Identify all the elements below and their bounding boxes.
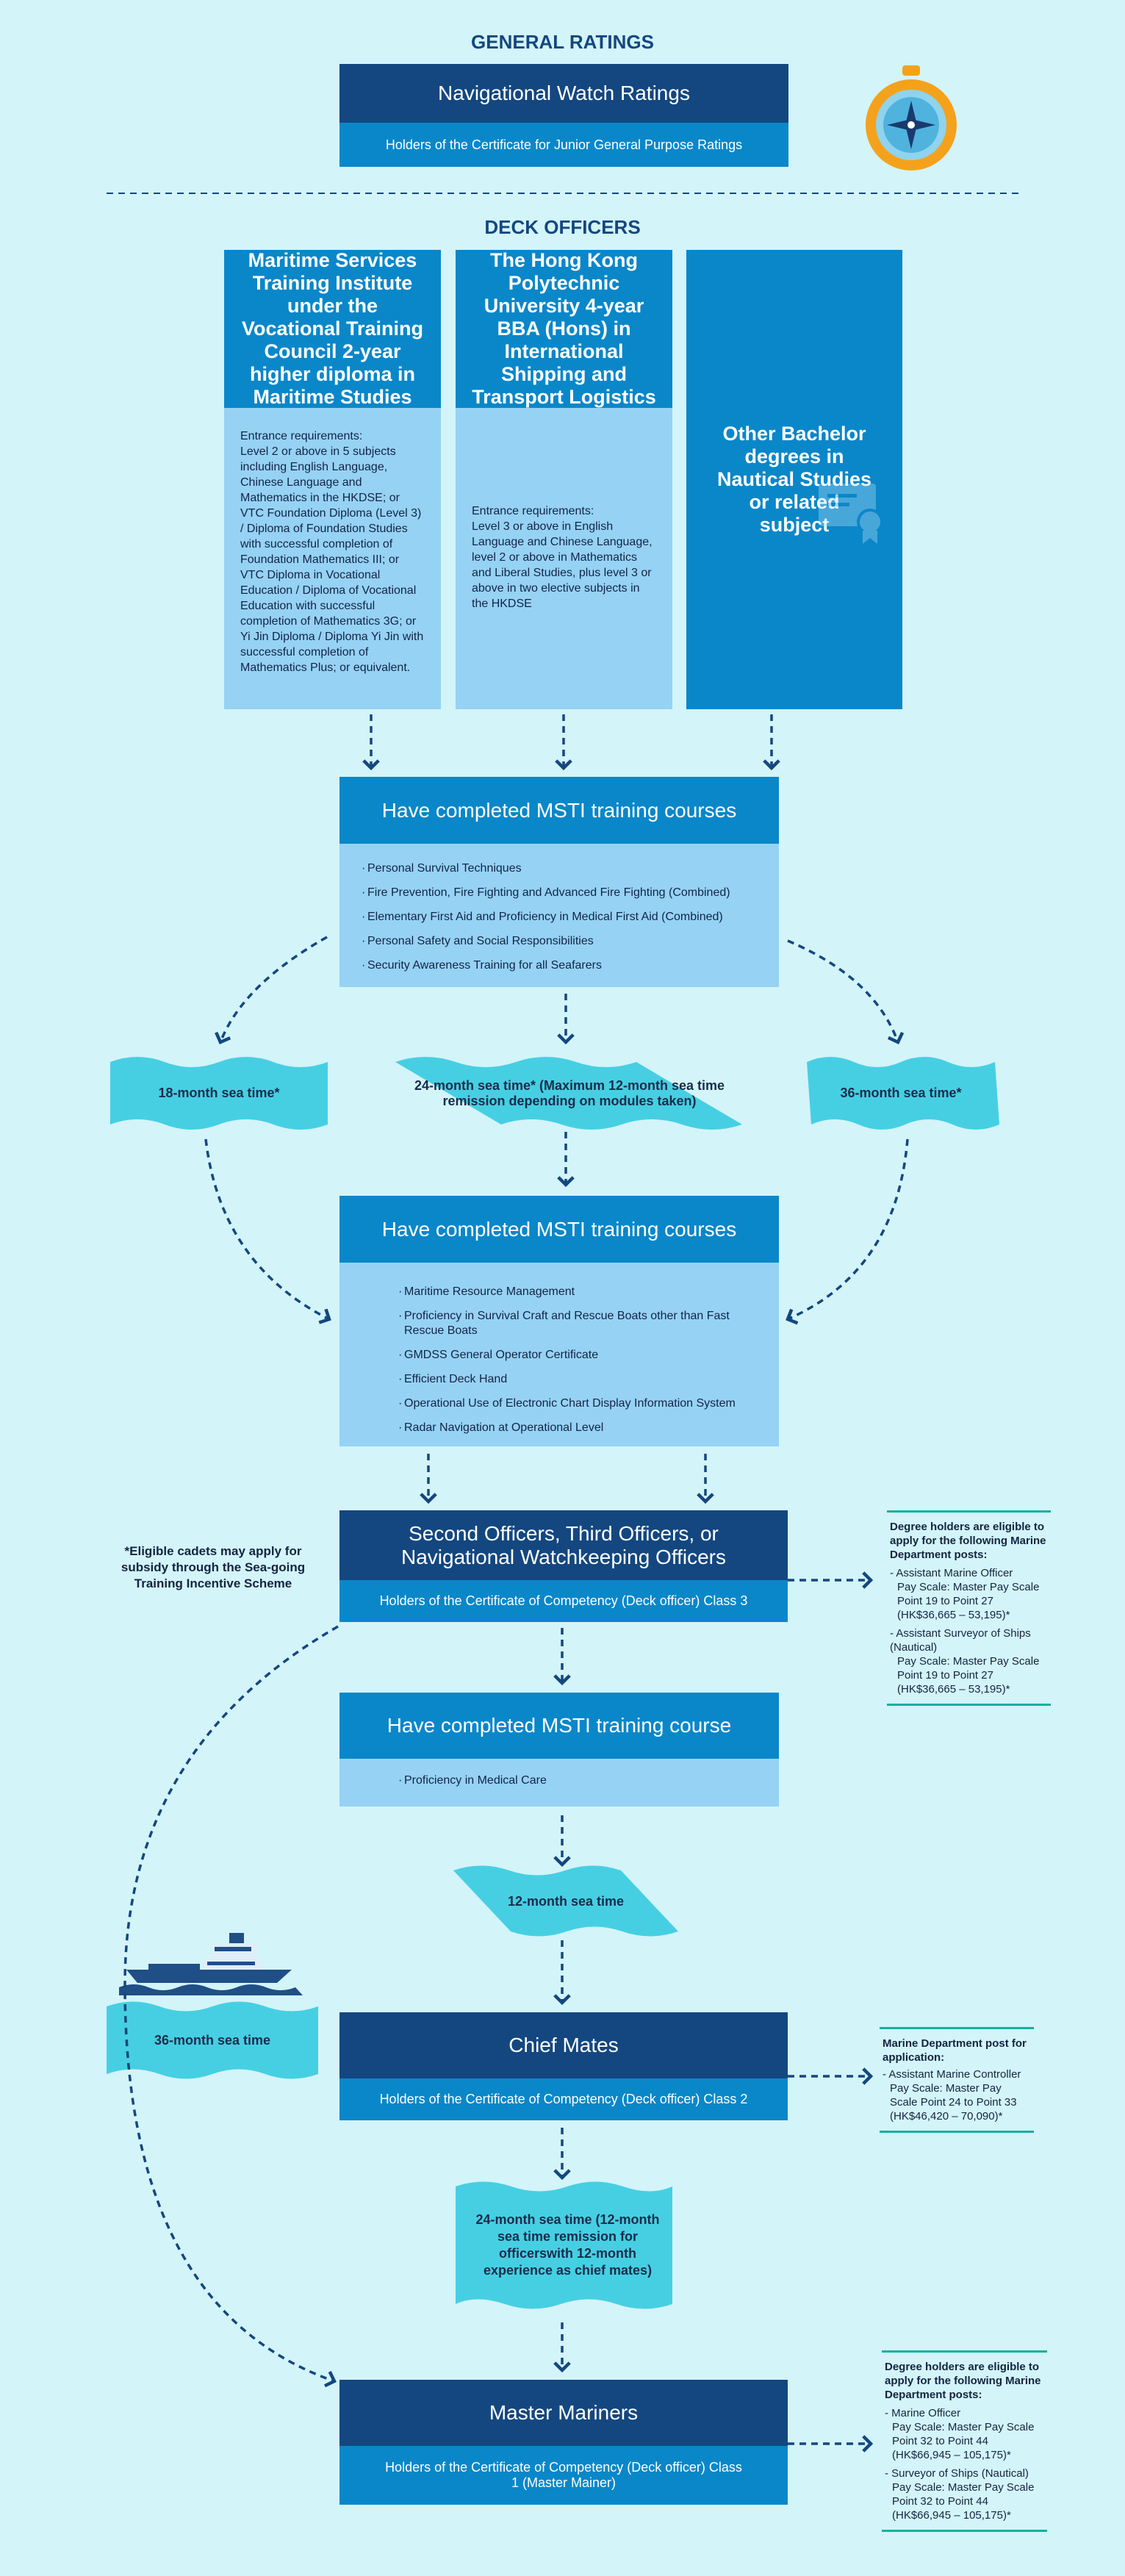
course-item: Maritime Resource Management <box>398 1285 750 1299</box>
navigational-watch-ratings-box: Navigational Watch Ratings <box>339 64 788 123</box>
course-item: Personal Safety and Social Responsibilit… <box>362 934 757 949</box>
side-box-item: Pay Scale: Master Pay Scale Point 19 to … <box>897 1655 1040 1696</box>
side-box-item: - Assistant Surveyor of Ships (Nautical) <box>890 1627 1031 1654</box>
course-item: Efficient Deck Hand <box>398 1372 750 1387</box>
chief-mates-title: Chief Mates <box>339 2012 788 2078</box>
side-box-item: Pay Scale: Master Pay Scale Point 19 to … <box>897 1581 1040 1621</box>
training-courses-1-title: Have completed MSTI training courses <box>339 777 779 844</box>
msti-diploma-title: Maritime Services Training Institute und… <box>224 249 441 408</box>
side-box-title: Degree holders are eligible to apply for… <box>890 1521 1046 1561</box>
deck-officers-title: DECK OFFICERS <box>484 216 641 238</box>
side-box-item: Pay Scale: Master Pay Scale Point 32 to … <box>892 2421 1035 2461</box>
training-course-3-list: Proficiency in Medical Care <box>339 1759 779 1807</box>
sea-time-24-chief-label: 24-month sea time (12-month sea time rem… <box>475 2212 660 2278</box>
training-courses-1-list: Personal Survival Techniques Fire Preven… <box>339 844 779 987</box>
course-item: Radar Navigation at Operational Level <box>398 1421 750 1435</box>
course-item: Fire Prevention, Fire Fighting and Advan… <box>362 886 757 900</box>
compass-icon <box>860 62 963 173</box>
training-courses-2-list: Maritime Resource Management Proficiency… <box>339 1263 779 1446</box>
course-item: Proficiency in Survival Craft and Rescue… <box>398 1309 750 1338</box>
other-bachelor-degrees: Other Bachelor degrees in Nautical Studi… <box>686 250 902 709</box>
side-box-item: Pay Scale: Master Pay Scale Point 24 to … <box>890 2082 1017 2123</box>
subsidy-note: *Eligible cadets may apply for subsidy t… <box>121 1544 306 1590</box>
side-box-item: - Surveyor of Ships (Nautical) <box>885 2467 1029 2480</box>
course-item: Proficiency in Medical Care <box>398 1773 750 1788</box>
course-item: Operational Use of Electronic Chart Disp… <box>398 1396 750 1411</box>
side-box-item: - Assistant Marine Controller <box>883 2068 1021 2081</box>
class-2-certificate: Holders of the Certificate of Competency… <box>339 2078 788 2120</box>
course-item: Security Awareness Training for all Seaf… <box>362 958 757 973</box>
course-item: Elementary First Aid and Proficiency in … <box>362 910 757 925</box>
requirements-text: Level 3 or above in English Language and… <box>472 520 653 610</box>
second-officers-title: Second Officers, Third Officers, or Navi… <box>339 1510 788 1580</box>
sea-time-36-label: 36-month sea time* <box>840 1086 962 1100</box>
marine-department-posts-2: Marine Department post for application: … <box>880 2027 1034 2133</box>
polyu-bba-title: The Hong Kong Polytechnic University 4-y… <box>456 249 672 408</box>
class-3-certificate: Holders of the Certificate of Competency… <box>339 1580 788 1622</box>
polyu-entrance-requirements: Entrance requirements: Level 3 or above … <box>456 408 672 709</box>
sea-time-12-label: 12-month sea time <box>507 1894 625 1909</box>
requirements-label: Entrance requirements: <box>240 430 363 442</box>
master-mariners-title: Master Mariners <box>339 2380 788 2446</box>
marine-department-posts-1: Degree holders are eligible to apply for… <box>887 1510 1051 1706</box>
general-ratings-title: GENERAL RATINGS <box>471 31 654 53</box>
side-box-title: Marine Department post for application: <box>883 2037 1027 2064</box>
side-box-item: Pay Scale: Master Pay Scale Point 32 to … <box>892 2481 1035 2522</box>
training-course-3-title: Have completed MSTI training course <box>339 1693 779 1759</box>
junior-ratings-certificate: Holders of the Certificate for Junior Ge… <box>339 123 788 167</box>
training-courses-2-title: Have completed MSTI training courses <box>339 1196 779 1263</box>
sea-time-36-side-label: 36-month sea time <box>154 2032 271 2048</box>
certificate-icon <box>816 478 889 544</box>
side-box-item: - Assistant Marine Officer <box>890 1567 1013 1579</box>
sea-time-24-label: 24-month sea time* (Maximum 12-month sea… <box>414 1077 725 1108</box>
side-box-title: Degree holders are eligible to apply for… <box>885 2361 1041 2401</box>
msti-entrance-requirements: Entrance requirements: Level 2 or above … <box>224 408 441 709</box>
class-1-certificate: Holders of the Certificate of Competency… <box>339 2446 788 2505</box>
course-item: Personal Survival Techniques <box>362 861 757 876</box>
course-item: GMDSS General Operator Certificate <box>398 1348 750 1363</box>
sea-time-18-label: 18-month sea time* <box>158 1086 280 1100</box>
requirements-label: Entrance requirements: <box>472 505 594 517</box>
side-box-item: - Marine Officer <box>885 2407 961 2419</box>
ship-icon <box>119 1926 303 1995</box>
requirements-text: Level 2 or above in 5 subjects including… <box>240 445 424 674</box>
marine-department-posts-3: Degree holders are eligible to apply for… <box>882 2350 1047 2532</box>
